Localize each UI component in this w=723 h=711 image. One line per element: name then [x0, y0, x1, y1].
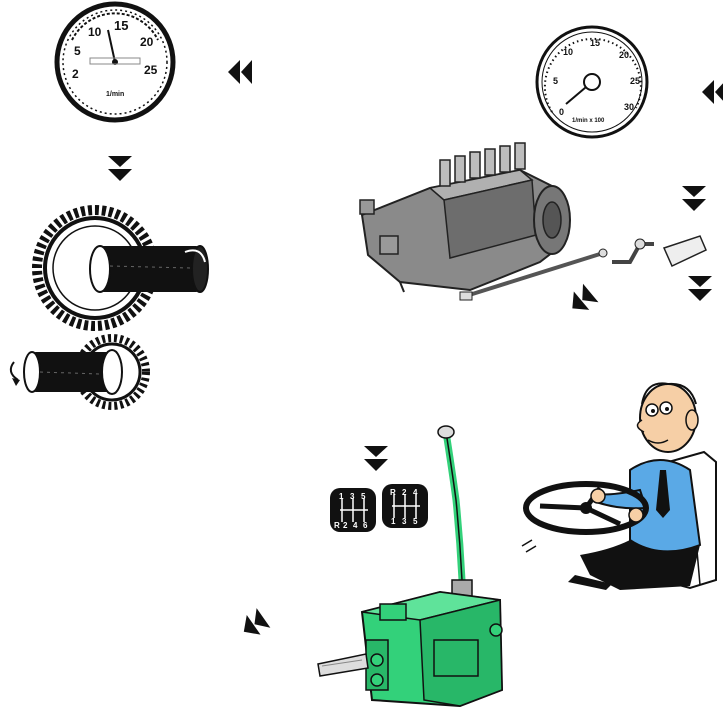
tach-large-tick-1: 5 — [553, 76, 558, 86]
tach-large-tick-6: 30 — [624, 102, 634, 112]
tach-small-unit: 1/min — [106, 91, 124, 98]
double-arrow-down-left-icon — [237, 608, 270, 641]
shift-b-gear-5: 5 — [413, 517, 418, 526]
shift-b-gear-3: 3 — [402, 517, 407, 526]
tach-large-tick-5: 25 — [630, 76, 640, 86]
shift-a-gear-1: 1 — [339, 492, 344, 501]
shift-b-gear-2: 2 — [402, 488, 407, 497]
double-arrow-down-left-icon — [565, 284, 599, 318]
shift-a-gear-r: R — [334, 521, 340, 530]
injection-pump — [360, 143, 706, 300]
shift-a-gear-6: 6 — [363, 521, 368, 530]
driver-figure — [522, 383, 716, 590]
shift-a-gear-3: 3 — [350, 492, 355, 501]
shift-b-gear-r: R — [390, 488, 396, 497]
shift-b-gear-4: 4 — [413, 488, 418, 497]
shift-pattern-b: R 2 4 1 3 5 — [382, 484, 428, 528]
tach-small-tick-1: 2 — [72, 67, 79, 81]
tach-small-tick-6: 25 — [144, 63, 158, 77]
tach-large-tick-2: 10 — [563, 47, 573, 57]
double-arrow-down-icon — [682, 186, 706, 211]
tach-large-tick-4: 20 — [619, 50, 629, 60]
double-arrow-down-icon — [108, 156, 132, 181]
tachometer-large: 0 5 10 15 20 25 30 1/min x 100 — [537, 27, 647, 137]
shift-b-gear-1: 1 — [391, 517, 396, 526]
tach-large-tick-0: 0 — [559, 107, 564, 117]
tach-large-tick-3: 15 — [590, 38, 600, 48]
tach-small-tick-4: 15 — [114, 18, 128, 33]
shift-a-gear-5: 5 — [361, 492, 366, 501]
double-arrow-down-icon — [364, 446, 388, 471]
tachometer-small: 2 5 10 15 20 25 1/min — [57, 4, 173, 120]
tach-small-tick-2: 5 — [74, 44, 81, 58]
double-arrow-left-icon — [702, 80, 723, 104]
shift-pattern-a: 1 3 5 R 2 4 6 — [330, 488, 376, 532]
tach-small-tick-3: 10 — [88, 25, 102, 39]
tach-large-unit: 1/min x 100 — [572, 118, 605, 124]
gearbox — [318, 426, 502, 706]
double-arrow-left-icon — [228, 60, 252, 84]
gear-set — [11, 210, 208, 406]
tach-small-tick-5: 20 — [140, 35, 154, 49]
double-arrow-down-icon — [688, 276, 712, 301]
shift-a-gear-2: 2 — [343, 521, 348, 530]
shift-a-gear-4: 4 — [353, 521, 358, 530]
